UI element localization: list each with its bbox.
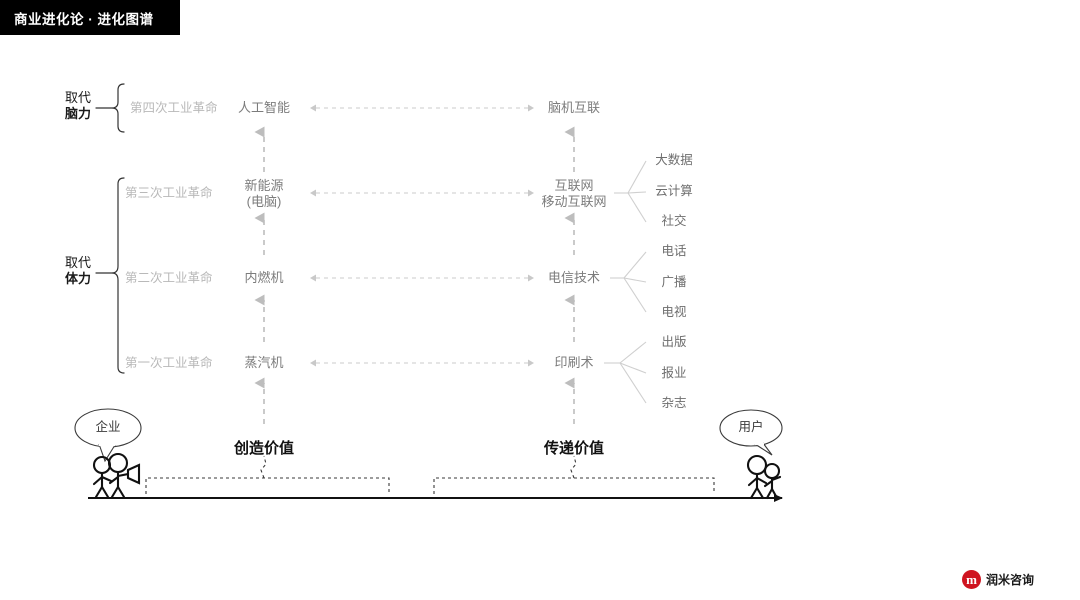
banner-title: 商业进化论 · 进化图谱 [14,11,154,27]
revolution-label-1: 第一次工业革命 [125,356,213,370]
group-prefix-body: 取代 [64,255,92,270]
logo-text: 润米咨询 [986,573,1035,587]
tech-create-4: 人工智能 [237,100,291,115]
group-name-brain: 脑力 [64,106,92,122]
value-label-create: 创造价值 [233,440,295,457]
branch-item-cloud: 云计算 [655,184,693,198]
title-banner: 商业进化论 · 进化图谱 [0,0,180,35]
revolution-label-4: 第四次工业革命 [130,101,218,115]
tech-deliver-1: 印刷术 [554,355,594,370]
tech-deliver-2: 电信技术 [547,270,601,285]
branch-item-magazine: 杂志 [661,396,687,410]
group-prefix-brain: 取代 [64,90,92,105]
group-name-body: 体力 [64,271,92,287]
group-label-body: 取代 体力 [65,255,91,288]
tech-create-1: 蒸汽机 [244,355,284,370]
tech-create-3-line2: (电脑) [246,194,282,210]
branch-item-radio: 广播 [661,275,687,289]
revolution-label-2: 第二次工业革命 [125,271,213,285]
group-label-brain: 取代 脑力 [65,90,91,123]
tech-deliver-3: 互联网 移动互联网 [541,178,606,211]
brand-logo: m 润米咨询 [962,570,1034,589]
branch-item-newspaper: 报业 [661,366,687,380]
branch-item-tv: 电视 [661,305,687,319]
value-label-deliver: 传递价值 [543,440,605,457]
branch-item-phone: 电话 [661,244,687,258]
bubble-label-user: 用户 [738,420,764,435]
branch-item-bigdata: 大数据 [655,153,693,167]
bubble-label-enterprise: 企业 [95,420,121,435]
tech-create-3-line1: 新能源 [244,178,284,193]
tech-deliver-3-line1: 互联网 [554,178,594,193]
logo-mark-icon: m [962,570,981,589]
tech-create-2: 内燃机 [244,270,284,285]
branch-item-social: 社交 [661,214,687,228]
revolution-label-3: 第三次工业革命 [125,186,213,200]
tech-deliver-3-line2: 移动互联网 [541,194,607,210]
tech-deliver-4: 脑机互联 [547,100,601,115]
branch-item-publishing: 出版 [661,335,687,349]
tech-create-3: 新能源 (电脑) [244,178,283,211]
